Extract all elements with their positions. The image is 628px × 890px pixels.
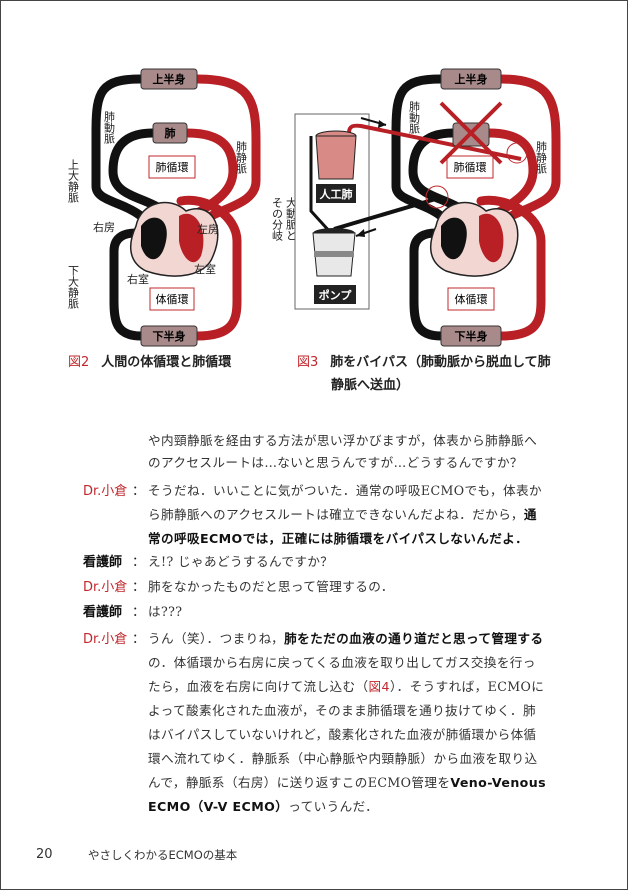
box-upper-body: 上半身: [153, 72, 186, 86]
text-line: 環へ流れてゆく．静脈系（中心静脈や内頸静脈）から血液を取り込: [148, 748, 537, 767]
label-pulmonary-artery: 肺動脈: [408, 101, 421, 135]
label-ra: 右房: [93, 220, 115, 234]
box-systemic-circulation: 体循環: [455, 292, 488, 306]
figure-2-circulation-diagram: 上半身 肺 肺循環 体循環 下半身 肺動脈 上大静脈 肺静脈 大動脈と その分岐…: [67, 68, 298, 347]
figure-reference-link[interactable]: 図4: [368, 679, 390, 694]
box-lower-body: 下半身: [455, 329, 488, 343]
text-segment: そうだね．いいことに気がついた．通常の呼吸ECMOでも，体表か: [148, 483, 542, 498]
text-segment: のアクセスルートは…ないと思うんですが…どうするんですか？: [148, 455, 523, 470]
box-upper-body: 上半身: [455, 72, 488, 86]
text-segment: はバイパスしていないけれど，酸素化された血液が肺循環から体循: [148, 727, 537, 742]
text-segment: ）．そうすれば，ECMOに: [389, 679, 545, 694]
text-segment: Veno-Venous: [450, 775, 546, 790]
oxygenator-icon: [315, 130, 357, 180]
label-aorta-2: その分岐: [271, 197, 284, 242]
label-svc: 上大静脈: [67, 159, 80, 204]
figure-2-caption-text: 人間の体循環と肺循環: [101, 355, 232, 370]
label-pump: ポンプ: [319, 288, 353, 302]
aorta-vessel: [176, 195, 242, 341]
text-segment: は???: [148, 604, 183, 619]
text-segment: たら，血液を右房に向けて流し込む（: [148, 679, 369, 694]
text-line: 肺をなかったものだと思って管理するの．: [148, 576, 394, 595]
text-line: よって酸素化された血液が，そのまま肺循環を通り抜けてゆく．肺: [148, 700, 536, 719]
text-line: うん（笑）．つまりね，肺をただの血液の通り道だと思って管理する: [148, 628, 543, 647]
text-segment: 肺をただの血液の通り道だと思って管理する: [284, 631, 544, 646]
speaker-label: Dr.小倉: [83, 580, 128, 595]
text-segment: 肺をなかったものだと思って管理するの．: [148, 579, 394, 594]
text-segment: や内頸静脈を経由する方法が思い浮かびますが，体表から肺静脈へ: [148, 433, 538, 448]
figure-2-caption: 図2 人間の体循環と肺循環: [68, 351, 231, 374]
speaker-label: Dr.小倉: [83, 632, 128, 647]
speaker-colon: ：: [132, 484, 146, 499]
text-segment: っていうんだ．: [288, 799, 379, 814]
text-line: 常の呼吸ECMOでは，正確には肺循環をバイパスしないんだよ．: [148, 528, 528, 547]
drainage-cannula: [333, 196, 440, 231]
text-segment: うん（笑）．つまりね，: [148, 631, 285, 646]
box-pulmonary-circulation: 肺循環: [156, 161, 189, 174]
speaker-colon: ：: [132, 605, 146, 620]
text-segment: んで，静脈系（右房）に送り返すこのECMO管理を: [148, 775, 451, 790]
text-segment: 常の呼吸ECMOでは，正確には肺循環をバイパスしないんだよ．: [148, 531, 529, 546]
speaker-label: 看護師: [83, 605, 123, 620]
box-lung: 肺: [165, 126, 176, 140]
text-segment: よって酸素化された血液が，そのまま肺循環を通り抜けてゆく．肺: [148, 703, 537, 718]
lung-crossed-out-icon: [439, 101, 503, 165]
label-pulmonary-artery: 肺動脈: [103, 111, 116, 145]
label-lv: 左室: [194, 262, 216, 276]
pulmonary-vein-vessel: [181, 128, 238, 226]
upper-red-vessel: [192, 74, 261, 221]
figure-3-caption-line-2: 静脈へ送血）: [331, 378, 410, 393]
text-line: んで，静脈系（右房）に送り返すこのECMO管理をVeno-Venous: [148, 772, 546, 791]
text-line: や内頸静脈を経由する方法が思い浮かびますが，体表から肺静脈へ: [148, 430, 537, 449]
label-rv: 右室: [127, 272, 149, 286]
text-segment: ECMO（V-V ECMO）: [148, 799, 289, 814]
text-segment: え!? じゃあどうするんですか？: [148, 554, 334, 569]
speaker-label: Dr.小倉: [83, 484, 128, 499]
box-systemic-circulation: 体循環: [156, 292, 189, 306]
text-segment: 環へ流れてゆく．静脈系（中心静脈や内頸静脈）から血液を取り込: [148, 751, 538, 766]
figure-3-number: 図3: [297, 355, 319, 370]
page-number: 20: [36, 847, 53, 862]
label-pulmonary-vein: 肺静脈: [535, 141, 548, 175]
text-line: え!? じゃあどうするんですか？: [148, 551, 333, 570]
box-lower-body: 下半身: [153, 329, 186, 343]
text-segment: の．体循環から右房に戻ってくる血液を取り出してガス交換を行っ: [148, 655, 536, 670]
book-title: やさしくわかるECMOの基本: [88, 848, 238, 862]
figure-3-caption: 図3 肺をバイパス（肺動脈から脱血して肺 静脈へ送血）: [297, 351, 551, 397]
ivc-vessel: [109, 228, 146, 341]
text-line: ら肺静脈へのアクセスルートは確立できないんだよね．だから，通: [148, 504, 537, 523]
label-la: 左房: [197, 223, 219, 236]
label-pulmonary-vein: 肺静脈: [235, 141, 248, 175]
return-cannula: [347, 123, 522, 161]
pump-icon: [312, 228, 356, 277]
text-line: ECMO（V-V ECMO）っていうんだ．: [148, 796, 378, 815]
speaker-colon: ：: [132, 632, 146, 647]
pulmonary-artery-vessel: [108, 128, 166, 214]
text-segment: ら肺静脈へのアクセスルートは確立できないんだよね．だから，: [148, 507, 524, 522]
figure-3-caption-line-1: 肺をバイパス（肺動脈から脱血して肺: [330, 355, 551, 370]
figure-2-number: 図2: [68, 355, 90, 370]
speaker-colon: ：: [132, 555, 146, 570]
text-line: たら，血液を右房に向けて流し込む（図4）．そうすれば，ECMOに: [148, 676, 544, 695]
label-ivc: 下大静脈: [67, 265, 80, 310]
label-aorta-1: 大動脈と: [285, 196, 298, 241]
figure-3-lung-bypass-diagram: 人工肺 ポンプ 上半身 肺循環 体循環 下半身 肺動脈 肺静脈: [294, 68, 561, 347]
speaker-label: 看護師: [83, 555, 123, 570]
text-line: はバイパスしていないけれど，酸素化された血液が肺循環から体循: [148, 724, 537, 743]
box-pulmonary-circulation: 肺循環: [454, 161, 487, 174]
text-line: は???: [148, 601, 182, 620]
svc-vessel: [91, 74, 146, 221]
label-oxygenator: 人工肺: [320, 187, 353, 201]
text-segment: 通: [523, 507, 537, 522]
text-line: のアクセスルートは…ないと思うんですが…どうするんですか？: [148, 452, 523, 471]
speaker-colon: ：: [132, 580, 146, 595]
text-line: の．体循環から右房に戻ってくる血液を取り出してガス交換を行っ: [148, 652, 536, 671]
text-line: そうだね．いいことに気がついた．通常の呼吸ECMOでも，体表か: [148, 480, 542, 499]
